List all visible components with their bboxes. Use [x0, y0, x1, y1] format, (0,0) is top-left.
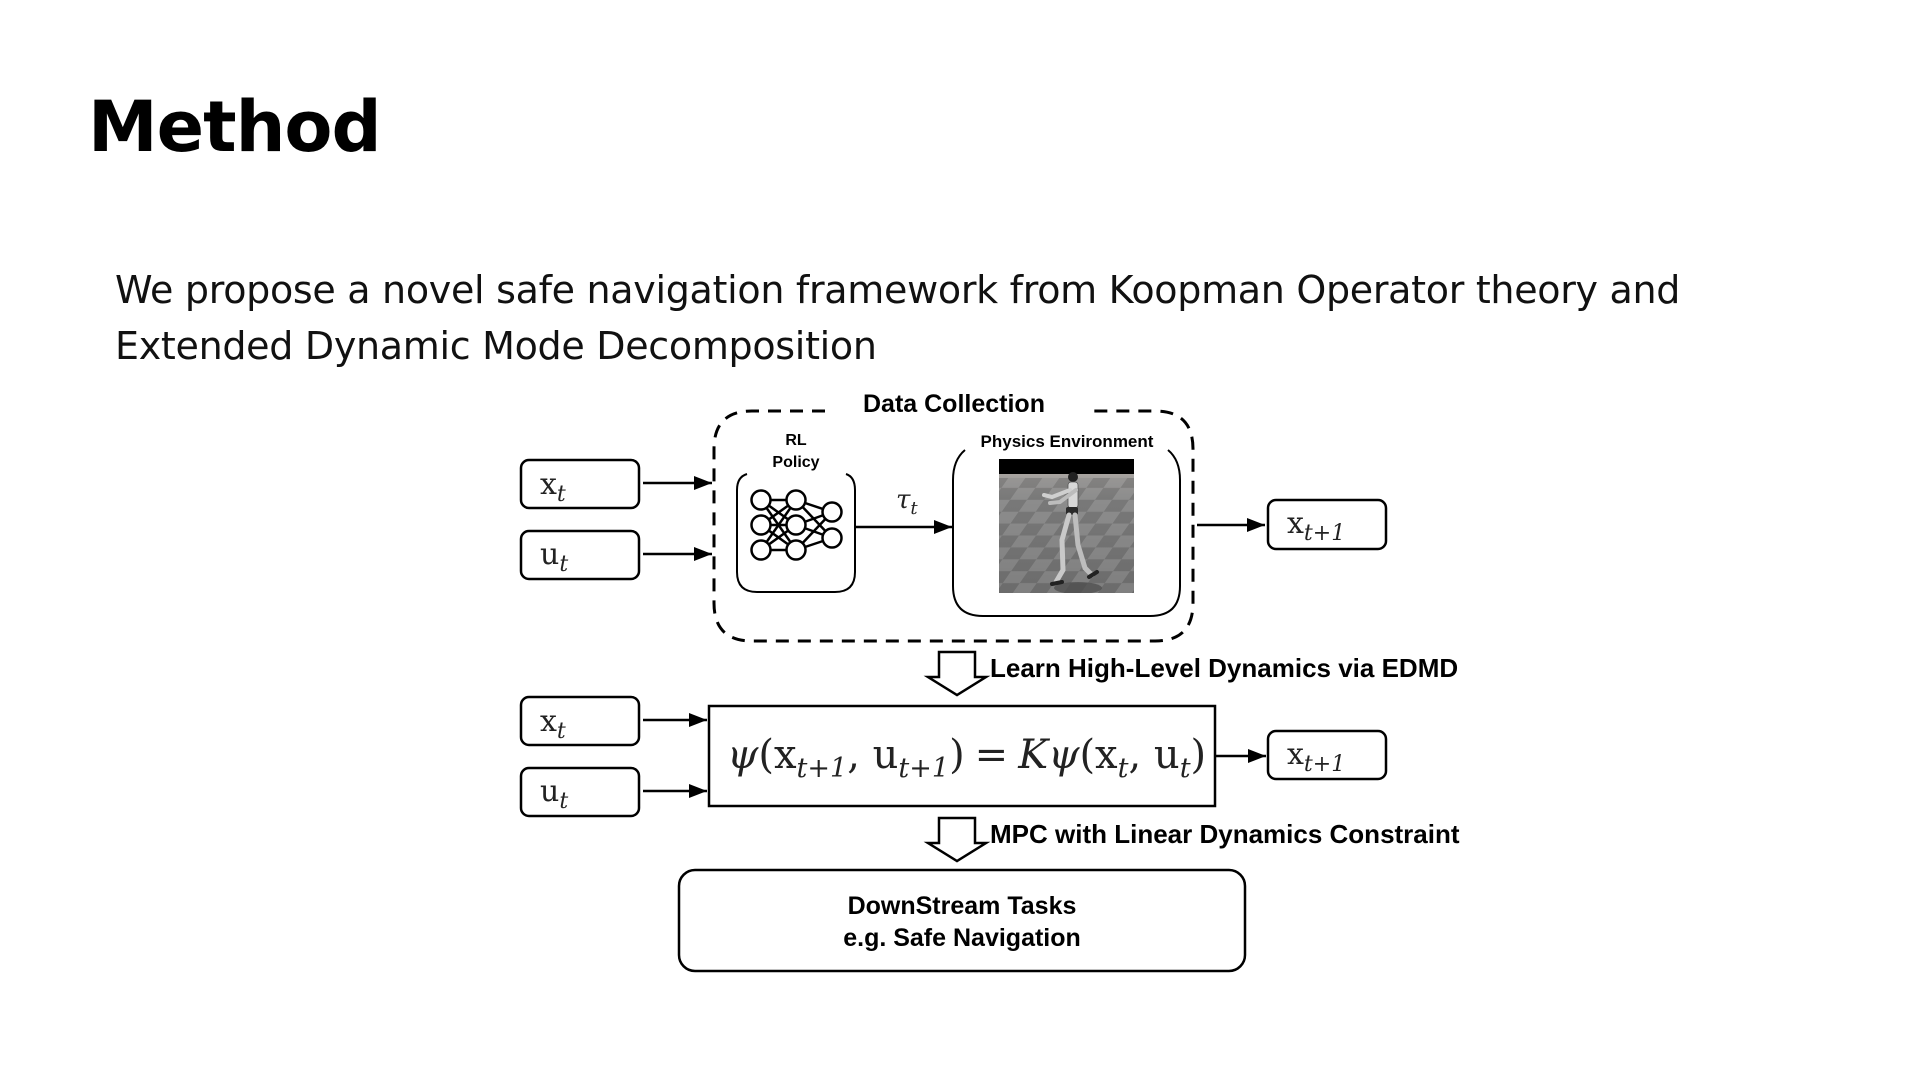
- input-control-box-bottom: ut: [519, 766, 641, 818]
- slide-body-text: We propose a novel safe navigation frame…: [115, 262, 1815, 374]
- svg-text:ut: ut: [540, 537, 568, 577]
- svg-text:ut: ut: [540, 774, 568, 814]
- koopman-equation: ψ(xt+1, ut+1)=Kψ(xt, ut): [727, 732, 1206, 784]
- control-subscript: t: [559, 552, 568, 577]
- slide-title: Method: [88, 86, 382, 168]
- svg-text:xt: xt: [540, 467, 566, 507]
- mpc-label: MPC with Linear Dynamics Constraint: [990, 819, 1460, 849]
- action-symbol: τt: [896, 485, 918, 519]
- data-collection-title: Data Collection: [863, 390, 1045, 418]
- state-symbol: x: [540, 467, 557, 502]
- downstream-example: e.g. Safe Navigation: [843, 924, 1081, 952]
- physics-environment-box: Physics Environment: [952, 432, 1181, 617]
- physics-environment-border: [952, 449, 1181, 617]
- physics-environment-label: Physics Environment: [981, 432, 1154, 451]
- data-collection-dashed-border: [712, 409, 1195, 643]
- rl-policy-label-line1: RL: [785, 432, 807, 449]
- rl-policy-border: [736, 473, 856, 593]
- mpc-step: MPC with Linear Dynamics Constraint: [923, 816, 1460, 863]
- robot-simulation-image: [999, 459, 1134, 593]
- downstream-tasks-box: DownStream Tasks e.g. Safe Navigation: [677, 868, 1247, 973]
- input-state-box-top: xt: [519, 458, 641, 510]
- humanoid-robot-icon: [1042, 472, 1102, 593]
- koopman-equation-box: ψ(xt+1, ut+1)=Kψ(xt, ut): [707, 704, 1217, 808]
- rl-policy-label-line2: Policy: [772, 454, 819, 471]
- input-control-box-top: ut: [519, 529, 641, 581]
- hollow-down-arrow-icon: [923, 650, 991, 697]
- svg-text:xt: xt: [540, 704, 566, 744]
- state-subscript: t: [557, 482, 566, 507]
- data-collection-group: Data Collection RL Policy: [712, 390, 1195, 643]
- body-line-2: Extended Dynamic Mode Decomposition: [115, 324, 877, 368]
- learn-dynamics-step: Learn High-Level Dynamics via EDMD: [923, 650, 1458, 697]
- hollow-down-arrow-icon: [923, 816, 991, 863]
- rl-policy-box: RL Policy: [736, 432, 856, 593]
- learn-dynamics-label: Learn High-Level Dynamics via EDMD: [990, 653, 1458, 683]
- input-state-box-bottom: xt: [519, 695, 641, 747]
- output-state-box-top: xt+1: [1266, 498, 1388, 551]
- body-line-1: We propose a novel safe navigation frame…: [115, 268, 1681, 312]
- control-symbol: u: [540, 537, 559, 572]
- output-state-box-bottom: xt+1: [1266, 729, 1388, 781]
- neural-network-icon: [750, 489, 843, 561]
- downstream-title: DownStream Tasks: [848, 892, 1077, 920]
- svg-text:xt+1: xt+1: [1287, 506, 1345, 546]
- svg-text:xt+1: xt+1: [1287, 737, 1345, 777]
